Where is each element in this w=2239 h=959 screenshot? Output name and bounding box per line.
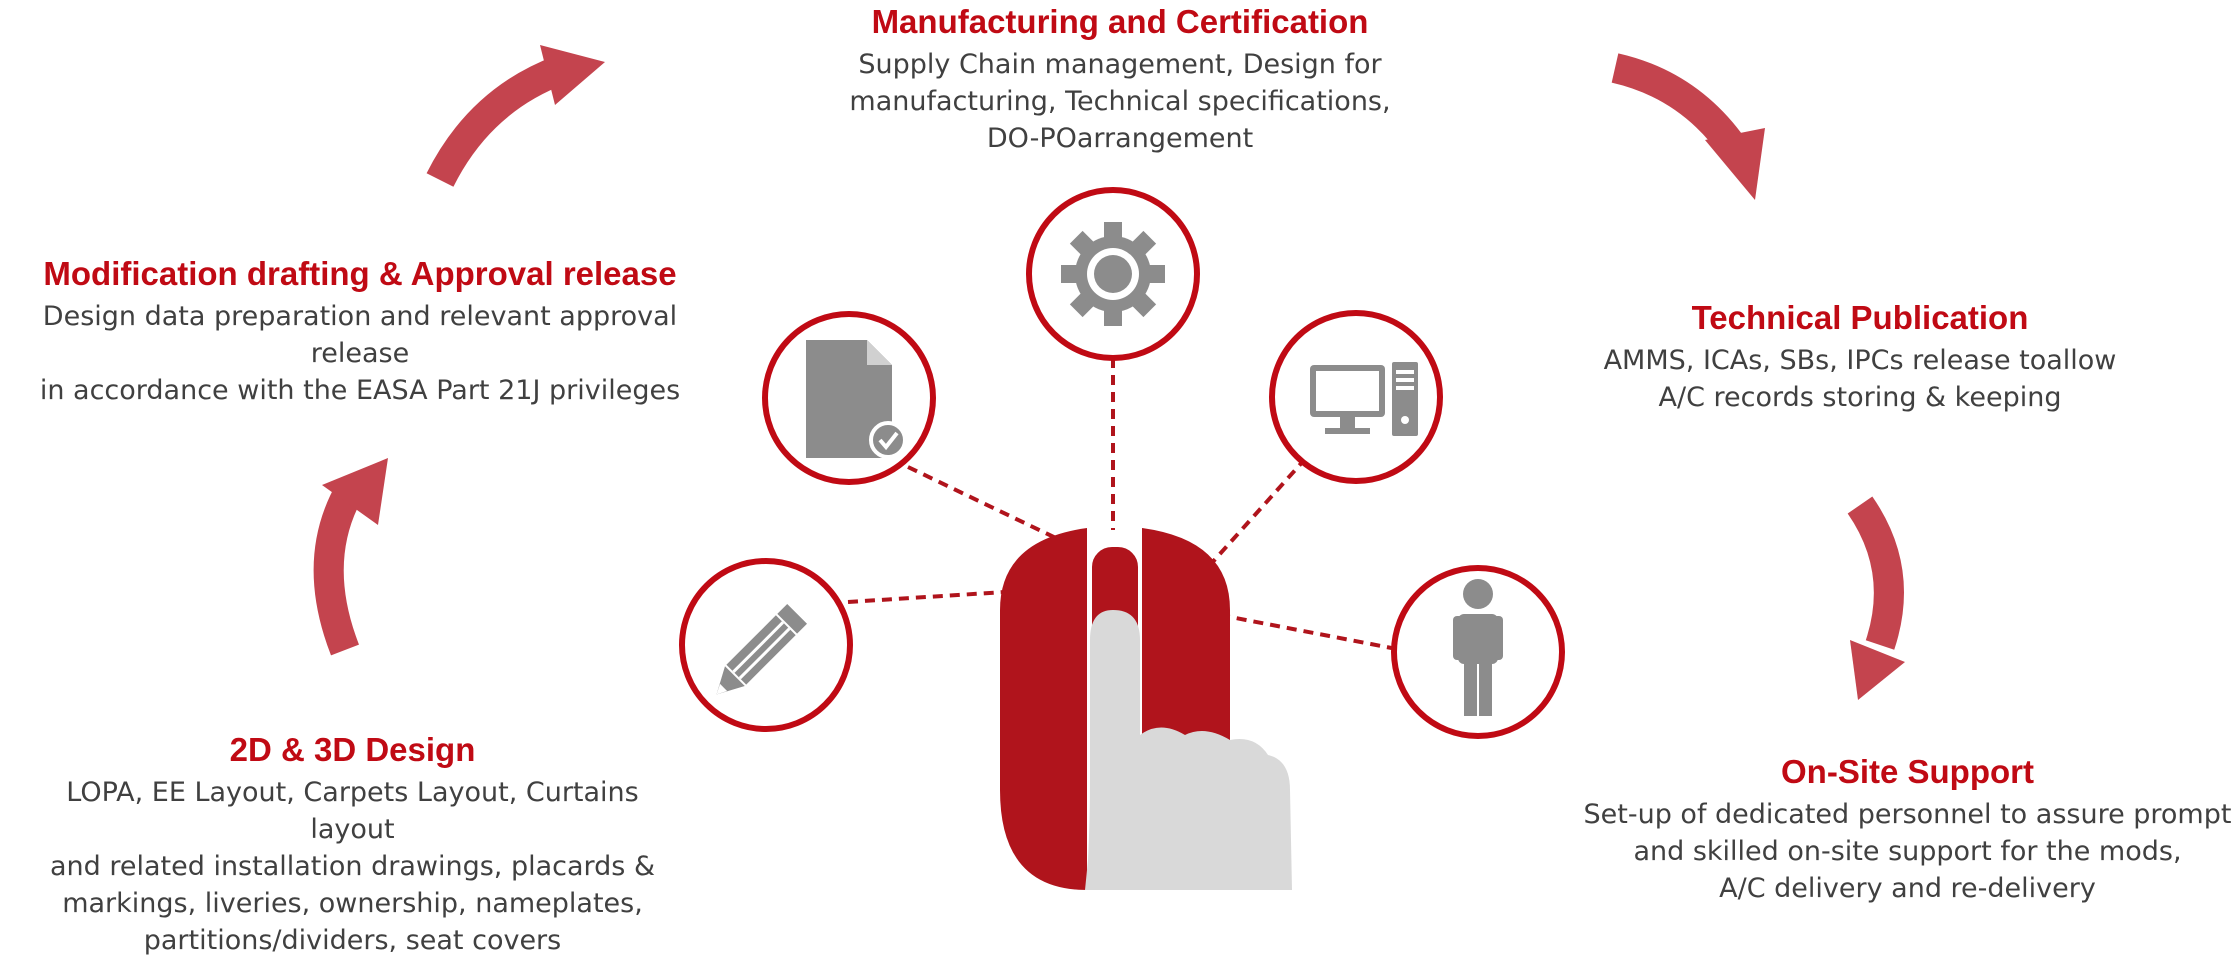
- section-2d-3d-design: 2D & 3D Design LOPA, EE Layout, Carpets …: [20, 730, 685, 959]
- gear-icon: [1061, 222, 1165, 326]
- pencil-icon: [716, 603, 808, 695]
- section-manufacturing: Manufacturing and Certification Supply C…: [790, 2, 1450, 157]
- section-body: LOPA, EE Layout, Carpets Layout, Curtain…: [49, 777, 656, 956]
- section-body: AMMS, ICAs, SBs, IPCs release toallow A/…: [1603, 345, 2117, 413]
- cycle-arrow-top-right: [1611, 53, 1765, 200]
- section-title: On-Site Support: [1781, 753, 2034, 790]
- section-technical-publication: Technical Publication AMMS, ICAs, SBs, I…: [1530, 298, 2190, 416]
- section-modification: Modification drafting & Approval release…: [0, 254, 720, 409]
- section-title: 2D & 3D Design: [229, 731, 476, 768]
- section-body: Design data preparation and relevant app…: [39, 301, 681, 406]
- diagram-artwork: [313, 45, 1905, 890]
- document-check-icon: [806, 340, 907, 459]
- section-on-site-support: On-Site Support Set-up of dedicated pers…: [1580, 752, 2235, 907]
- computer-icon: [1310, 362, 1418, 436]
- cycle-arrow-top-left: [426, 45, 605, 187]
- section-title: Modification drafting & Approval release: [43, 255, 677, 292]
- person-icon: [1453, 579, 1503, 716]
- section-title: Technical Publication: [1691, 299, 2029, 336]
- section-title: Manufacturing and Certification: [871, 3, 1369, 40]
- mouse-hand-icon: [1000, 528, 1292, 890]
- cycle-arrow-left: [313, 458, 388, 656]
- section-body: Set-up of dedicated personnel to assure …: [1583, 799, 2232, 904]
- connector-lines: [847, 358, 1403, 652]
- section-body: Supply Chain management, Design for manu…: [849, 49, 1391, 154]
- cycle-arrow-right: [1847, 496, 1905, 700]
